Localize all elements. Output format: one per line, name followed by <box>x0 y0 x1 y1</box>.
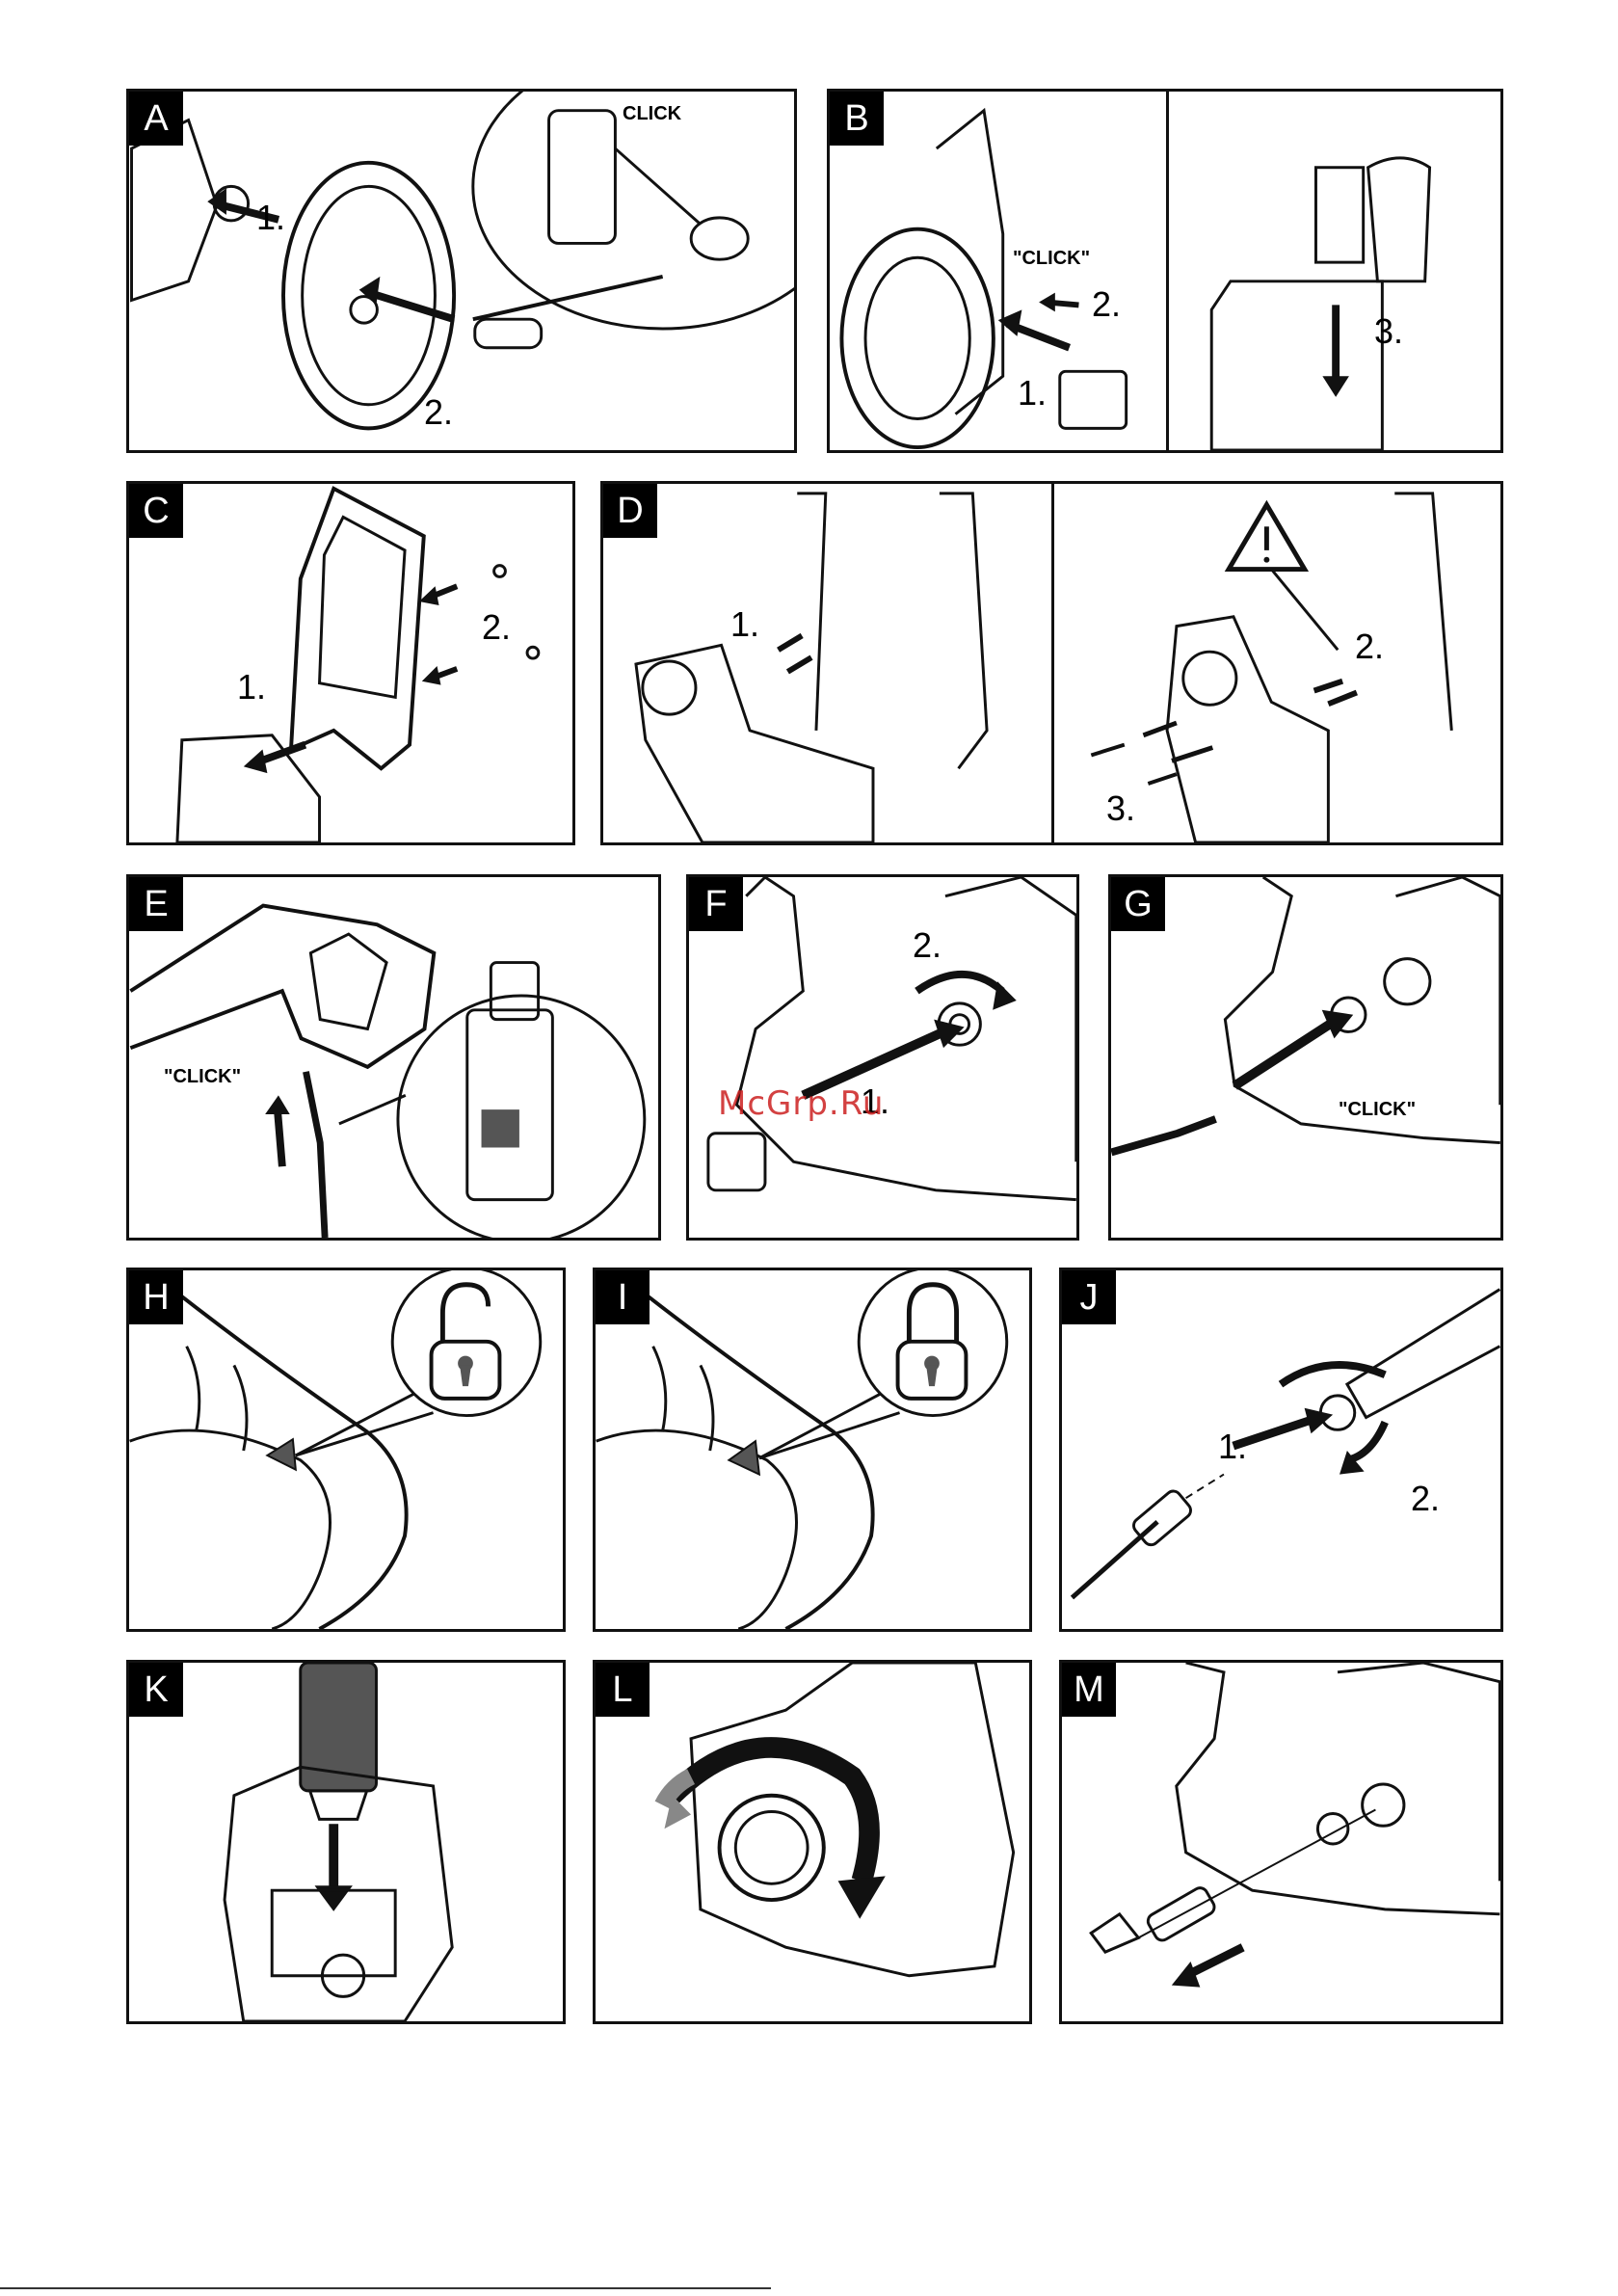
panel-letter: M <box>1062 1663 1116 1717</box>
panel-letter: L <box>596 1663 650 1717</box>
step-2-label: 2. <box>482 607 511 648</box>
panel-f: F 1. 2. <box>686 874 1079 1241</box>
panel-letter: A <box>129 92 183 146</box>
panel-k: K <box>126 1660 566 2024</box>
panel-i: I <box>593 1268 1032 1632</box>
panel-g: G "CLICK" <box>1108 874 1503 1241</box>
panel-letter: I <box>596 1270 650 1324</box>
step-3-label: 3. <box>1106 788 1135 829</box>
panel-l: L <box>593 1660 1032 2024</box>
step-1-label: 1. <box>237 667 266 707</box>
inlet-filter-removal-illustration <box>1062 1663 1500 2021</box>
panel-letter: C <box>129 484 183 538</box>
panel-letter: F <box>689 877 743 931</box>
panel-b: B "CLICK" 1. 2. 3. <box>827 89 1503 453</box>
step-2-label: 2. <box>424 392 453 433</box>
stand-install-illustration <box>830 92 1500 450</box>
click-label: "CLICK" <box>1013 248 1090 270</box>
step-3-label: 3. <box>1374 311 1403 352</box>
wheel-install-illustration <box>129 92 794 450</box>
detergent-filter-illustration <box>129 1663 563 2021</box>
panel-a: A 1. 2. CLICK <box>126 89 797 453</box>
nozzle-attach-illustration <box>1062 1270 1500 1629</box>
footer-rule <box>0 2287 771 2289</box>
watermark-text: McGrp.Ru <box>718 1084 884 1123</box>
step-1-label: 1. <box>1218 1427 1247 1467</box>
panel-e: E "CLICK" <box>126 874 661 1241</box>
panel-divider <box>1166 92 1169 450</box>
water-inlet-connection-illustration <box>689 877 1076 1238</box>
panel-letter: G <box>1111 877 1165 931</box>
click-label: "CLICK" <box>164 1066 241 1088</box>
handle-mount-illustration <box>129 484 572 842</box>
trigger-unlocked-illustration <box>129 1270 563 1629</box>
hose-gun-connection-illustration <box>129 877 658 1238</box>
panel-divider <box>1051 484 1054 842</box>
panel-d: D 1. 2. 3. <box>600 481 1503 845</box>
panel-letter: D <box>603 484 657 538</box>
panel-h: H <box>126 1268 566 1632</box>
panel-c: C 1. 2. <box>126 481 575 845</box>
panel-letter: J <box>1062 1270 1116 1324</box>
click-label: "CLICK" <box>1339 1099 1416 1121</box>
knob-turn-illustration <box>596 1663 1029 2021</box>
step-2-label: 2. <box>913 925 942 966</box>
step-1-label: 1. <box>1018 373 1047 414</box>
trigger-locked-illustration <box>596 1270 1029 1629</box>
panel-j: J 1. 2. <box>1059 1268 1503 1632</box>
click-label: CLICK <box>623 103 681 125</box>
step-2-label: 2. <box>1355 627 1384 667</box>
panel-m: M <box>1059 1660 1503 2024</box>
hose-outlet-connection-illustration <box>1111 877 1500 1238</box>
panel-letter: E <box>129 877 183 931</box>
step-1-label: 1. <box>256 198 285 238</box>
step-2-label: 2. <box>1092 284 1121 325</box>
step-2-label: 2. <box>1411 1479 1440 1519</box>
panel-letter: B <box>830 92 884 146</box>
panel-letter: K <box>129 1663 183 1717</box>
step-1-label: 1. <box>730 604 759 645</box>
panel-letter: H <box>129 1270 183 1324</box>
